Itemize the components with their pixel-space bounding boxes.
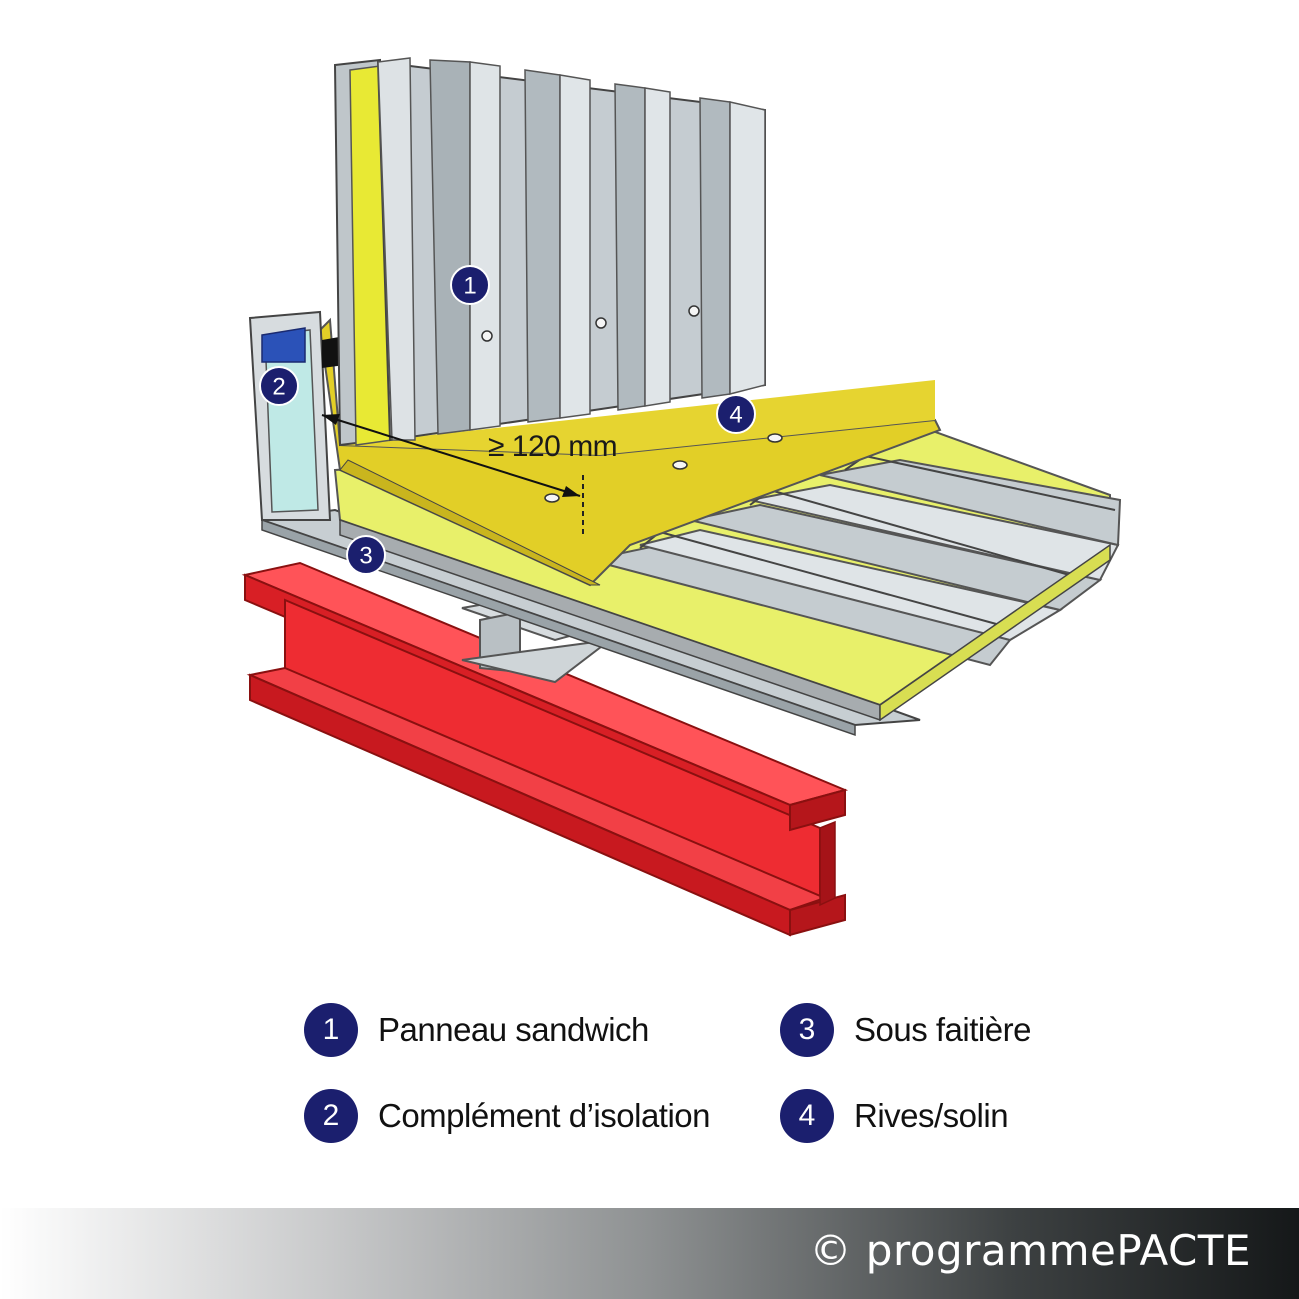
marker-4: 4 bbox=[716, 394, 756, 434]
legend-label-1: Panneau sandwich bbox=[378, 1011, 649, 1048]
marker-2-number: 2 bbox=[272, 374, 285, 401]
legend-badge-4: 4 bbox=[780, 1089, 834, 1143]
copyright-text: © programmePACTE bbox=[809, 1226, 1251, 1275]
steel-i-beam bbox=[241, 561, 849, 937]
legend-badge-3: 3 bbox=[780, 1003, 834, 1057]
footer-bar: © programmePACTE bbox=[0, 1208, 1299, 1299]
legend-item-1: 1 Panneau sandwich bbox=[304, 1002, 649, 1058]
marker-2: 2 bbox=[259, 366, 299, 406]
legend-badge-2: 2 bbox=[304, 1089, 358, 1143]
legend-badge-1: 1 bbox=[304, 1003, 358, 1057]
marker-4-number: 4 bbox=[729, 402, 742, 429]
legend-label-4: Rives/solin bbox=[854, 1097, 1009, 1134]
marker-3-number: 3 bbox=[359, 543, 372, 570]
legend-item-4: 4 Rives/solin bbox=[780, 1088, 1009, 1144]
dimension-120mm: ≥ 120 mm bbox=[321, 414, 618, 497]
wall-sandwich-panel bbox=[333, 57, 766, 447]
legend-label-2: Complément d’isolation bbox=[378, 1097, 711, 1134]
marker-3: 3 bbox=[346, 535, 386, 575]
roof-wall-junction-illustration: ≥ 120 mm 1 2 3 4 bbox=[241, 57, 1122, 937]
marker-1: 1 bbox=[450, 265, 490, 305]
dimension-label: ≥ 120 mm bbox=[488, 430, 617, 463]
marker-1-number: 1 bbox=[463, 273, 476, 300]
legend-item-2: 2 Complément d’isolation bbox=[304, 1088, 711, 1144]
legend-label-3: Sous faitière bbox=[854, 1011, 1031, 1048]
edge-flashing bbox=[318, 317, 942, 587]
legend: 1 Panneau sandwich 2 Complément d’isolat… bbox=[300, 1000, 1160, 1180]
legend-item-3: 3 Sous faitière bbox=[780, 1002, 1031, 1058]
